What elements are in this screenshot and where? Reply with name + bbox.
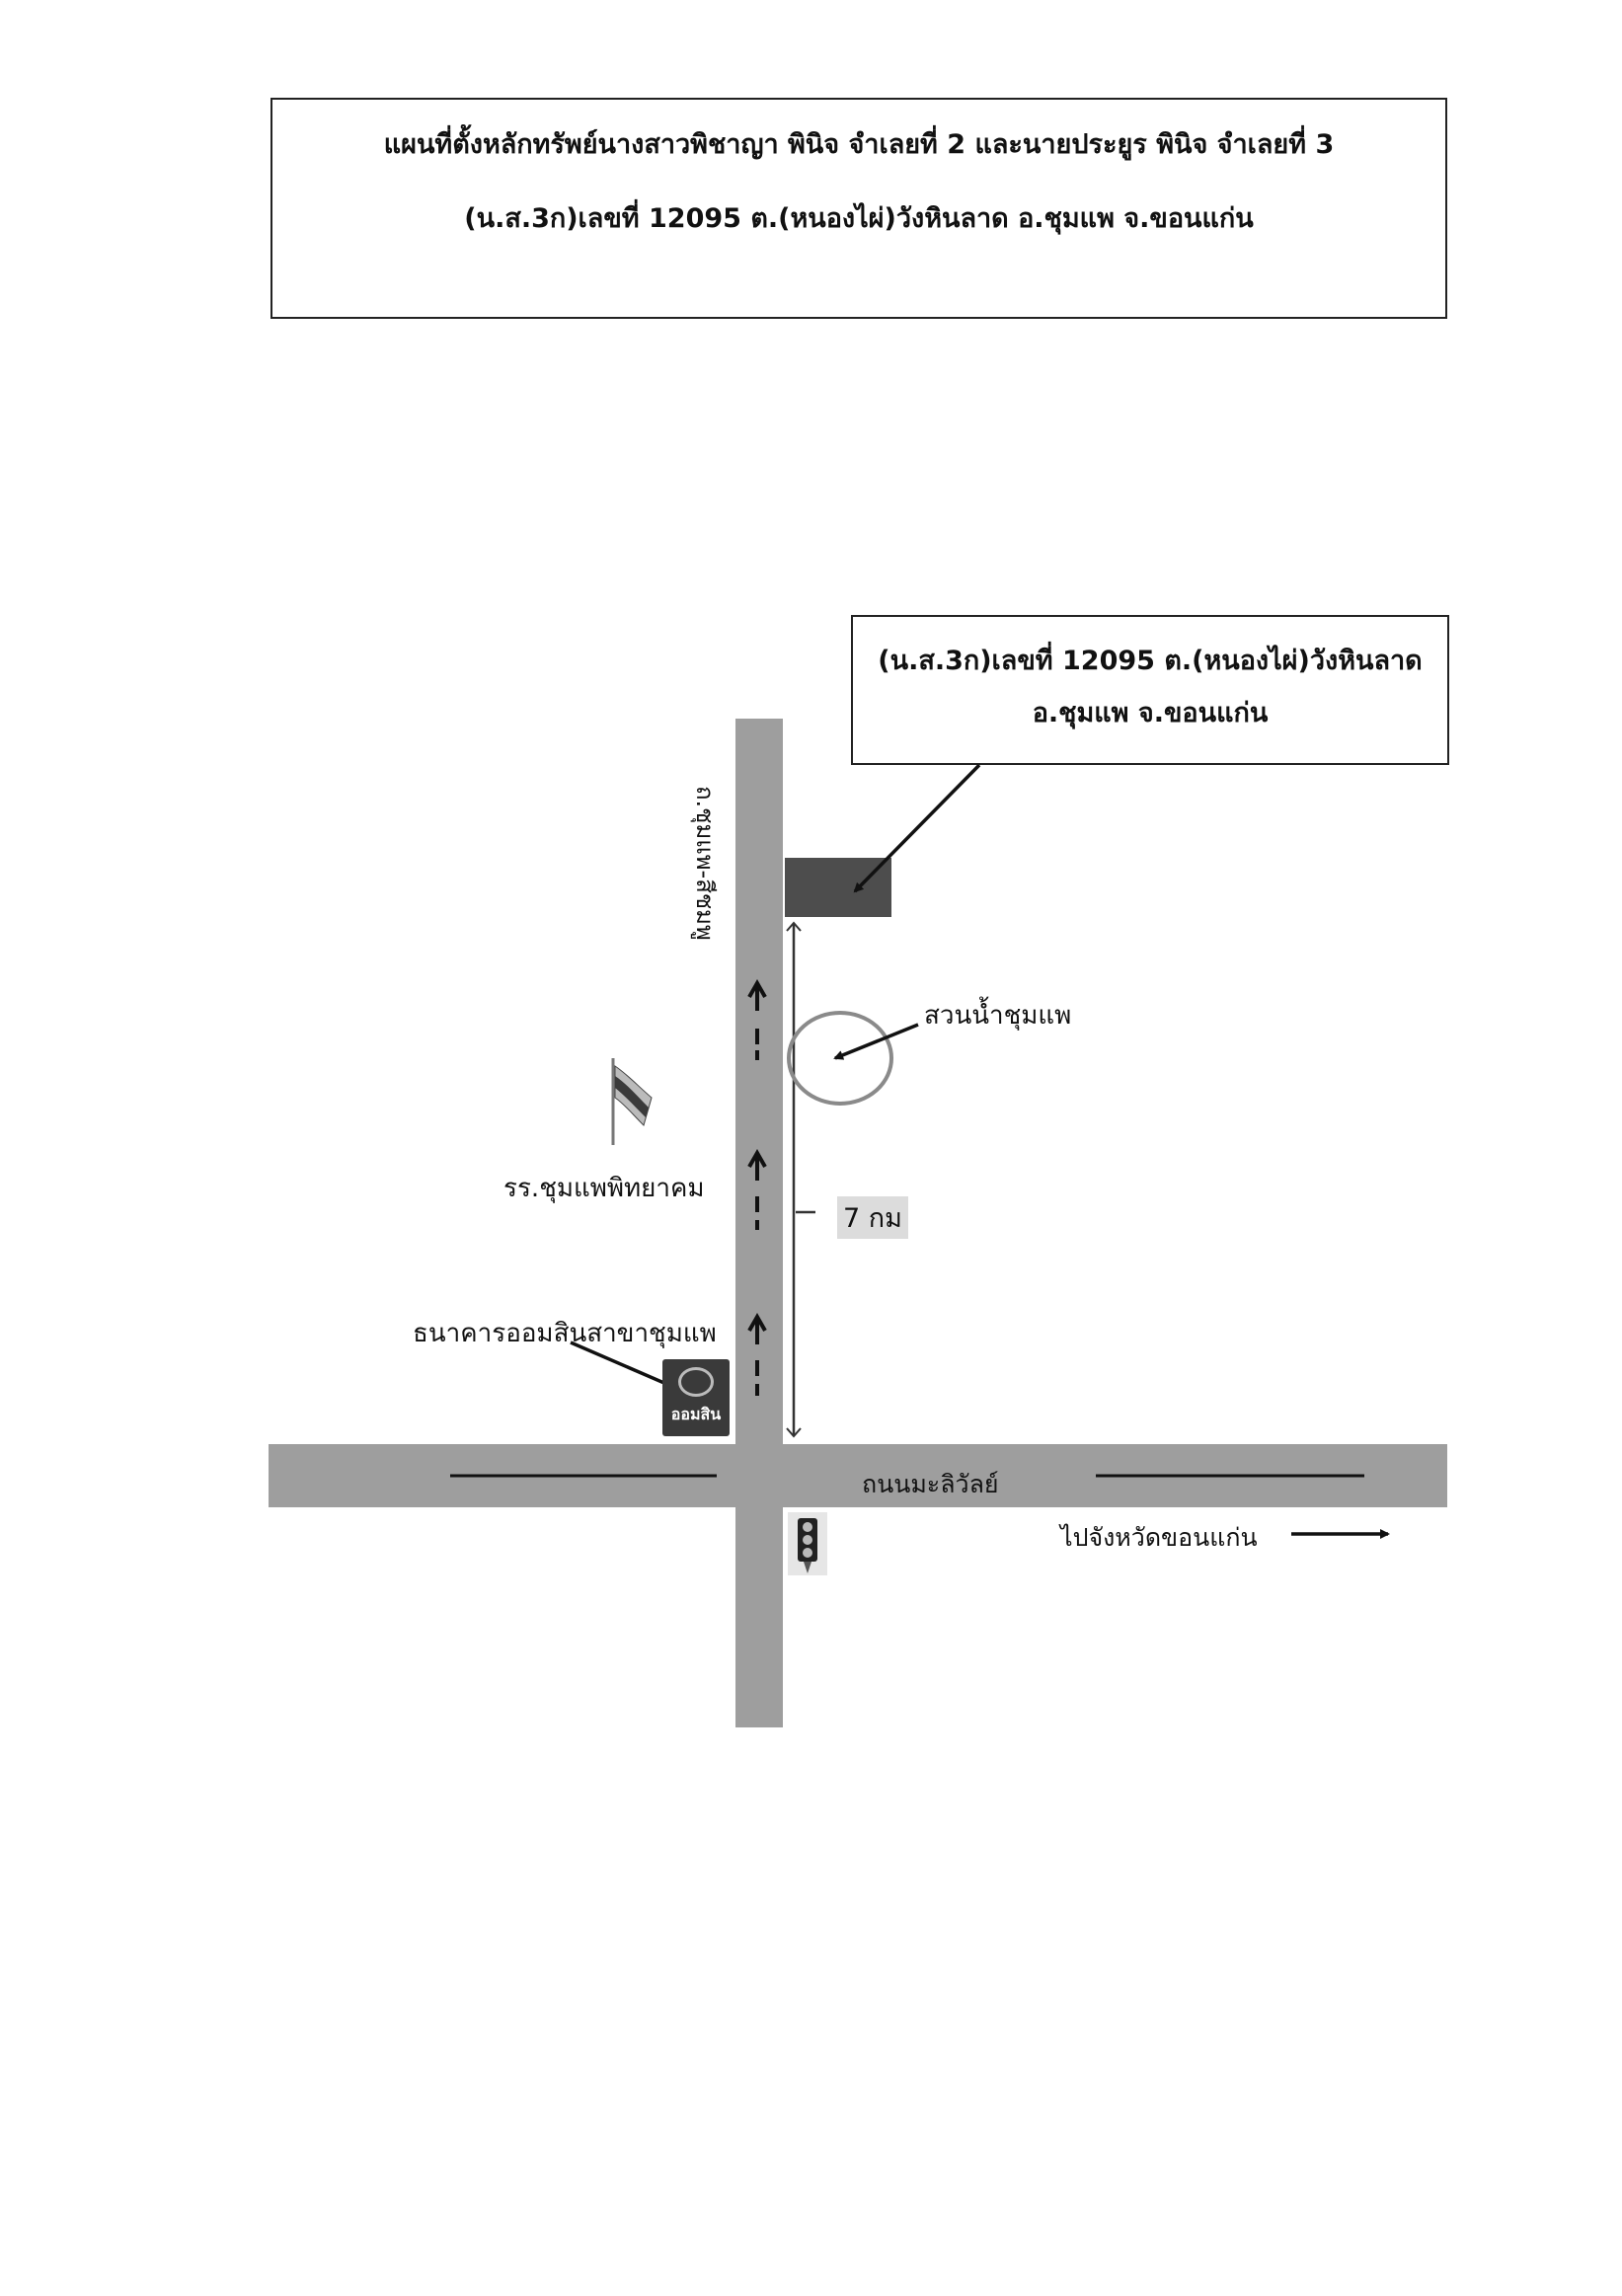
- park-arrow: [833, 1023, 919, 1060]
- bank-logo-icon: ออมสิน: [662, 1359, 730, 1436]
- title-line-1: แผนที่ตั้งหลักทรัพย์นางสาวพิชาญา พินิจ จ…: [383, 129, 1335, 160]
- direction-label: ไปจังหวัดขอนแก่น: [1060, 1523, 1258, 1552]
- title-line-2: (น.ส.3ก)เลขที่ 12095 ต.(หนองไผ่)วังหินลา…: [464, 203, 1254, 234]
- title-box: แผนที่ตั้งหลักทรัพย์นางสาวพิชาญา พินิจ จ…: [270, 98, 1447, 319]
- road-direction-arrow-3: [747, 1312, 767, 1396]
- school-label: รร.ชุมแพพิทยาคม: [503, 1174, 705, 1203]
- park-circle: [787, 1011, 893, 1106]
- vertical-road-label: ถ.ชุมแพ-สีชมพู: [691, 786, 719, 941]
- flag-icon: [611, 1058, 653, 1145]
- property-marker: [785, 858, 891, 917]
- bank-label: ธนาคารออมสินสาขาชุมแพ: [413, 1319, 717, 1348]
- road-direction-arrow-1: [747, 978, 767, 1060]
- property-callout-box: (น.ส.3ก)เลขที่ 12095 ต.(หนองไผ่)วังหินลา…: [851, 615, 1449, 765]
- callout-line-2: อ.ชุมแพ จ.ขอนแก่น: [1032, 698, 1269, 728]
- park-label: สวนน้ำชุมแพ: [924, 1001, 1072, 1031]
- callout-leader-arrow: [853, 763, 981, 893]
- bank-logo-emblem: [678, 1367, 714, 1397]
- road-direction-arrow-2: [747, 1148, 767, 1230]
- bank-logo-text: ออมสิน: [670, 1405, 722, 1423]
- callout-line-1: (น.ส.3ก)เลขที่ 12095 ต.(หนองไผ่)วังหินลา…: [878, 646, 1423, 676]
- traffic-light-icon: [788, 1512, 827, 1575]
- distance-label: 7 กม: [837, 1196, 908, 1239]
- horizontal-road-label: ถนนมะลิวัลย์: [862, 1470, 999, 1498]
